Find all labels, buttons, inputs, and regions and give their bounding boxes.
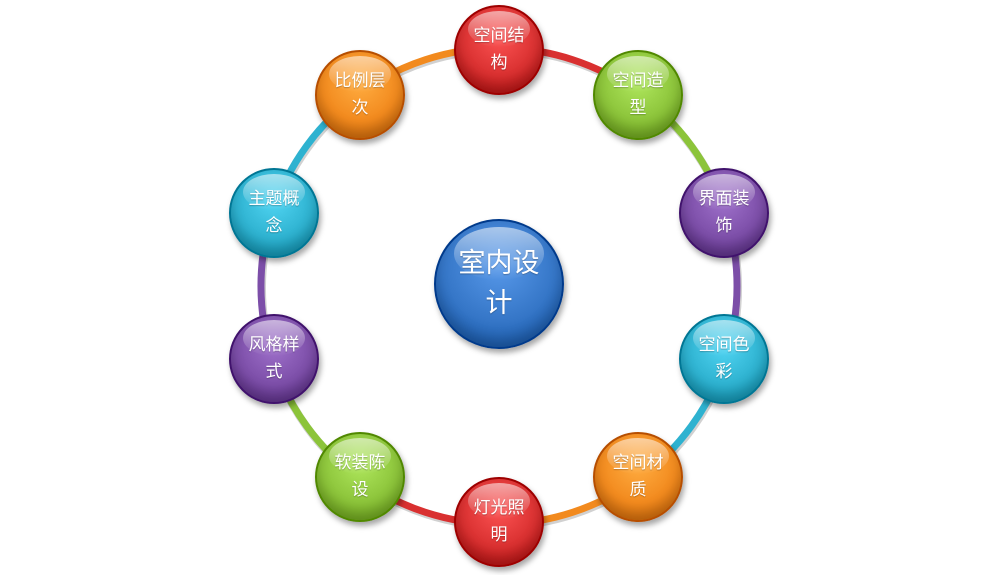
node-label: 空间结构 (473, 26, 525, 73)
node-spatial-form: 空间造型 (593, 50, 683, 140)
node-label: 比例层次 (334, 71, 386, 118)
node-label: 灯光照明 (473, 498, 525, 545)
center-node-interior-design: 室内设计 (434, 219, 564, 349)
node-label: 主题概念 (248, 189, 300, 236)
node-label: 空间造型 (612, 71, 664, 118)
node-label: 空间色彩 (698, 335, 750, 382)
node-proportion-hierarchy: 比例层次 (315, 50, 405, 140)
node-interface-decoration: 界面装饰 (679, 168, 769, 258)
node-spatial-color: 空间色彩 (679, 314, 769, 404)
node-spatial-material: 空间材质 (593, 432, 683, 522)
node-soft-furnishing: 软装陈设 (315, 432, 405, 522)
node-label: 空间材质 (612, 453, 664, 500)
node-spatial-structure: 空间结构 (454, 5, 544, 95)
node-label: 风格样式 (248, 335, 300, 382)
node-style: 风格样式 (229, 314, 319, 404)
node-lighting: 灯光照明 (454, 477, 544, 567)
node-theme-concept: 主题概念 (229, 168, 319, 258)
node-label: 软装陈设 (334, 453, 386, 500)
node-label: 界面装饰 (698, 189, 750, 236)
center-node-label: 室内设计 (458, 248, 540, 319)
